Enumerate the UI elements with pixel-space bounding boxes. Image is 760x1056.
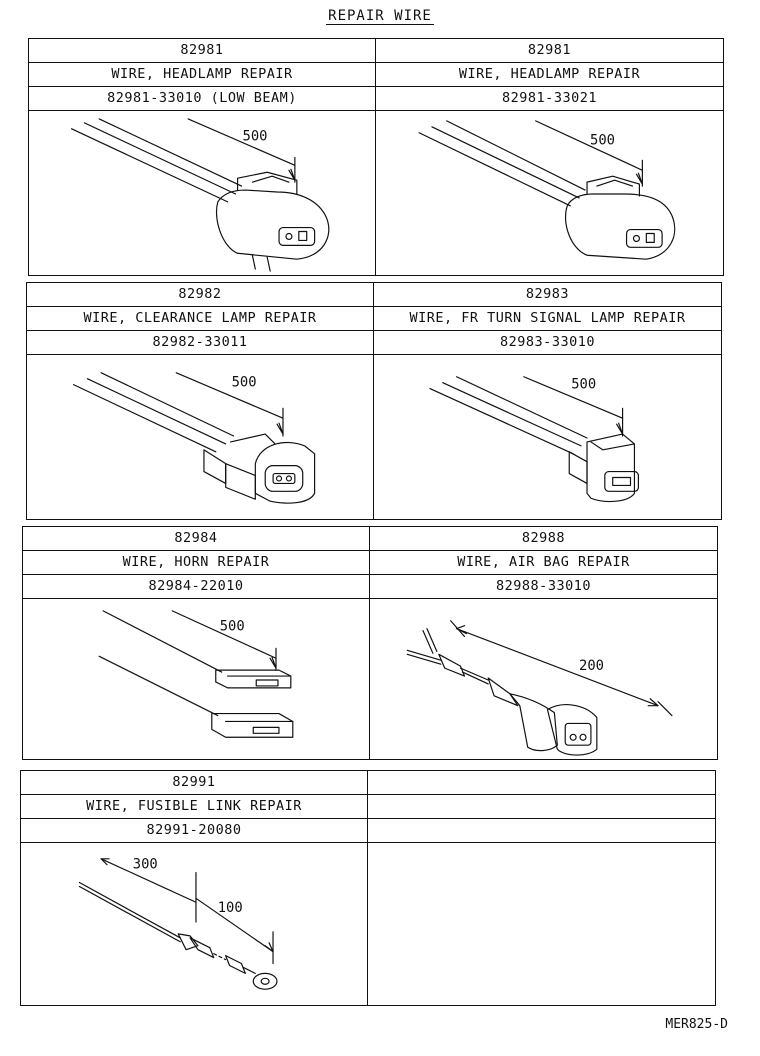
fusible-link-figure: 300 100	[21, 843, 367, 1005]
panel-headlamp-low-beam: 82981 WIRE, HEADLAMP REPAIR 82981-33010 …	[29, 39, 376, 275]
part-name: WIRE, HORN REPAIR	[23, 551, 369, 575]
part-number-header: 82983	[374, 283, 721, 307]
dimension-label: 500	[220, 619, 245, 635]
part-number-header: 82981	[29, 39, 375, 63]
panel-horn: 82984 WIRE, HORN REPAIR 82984-22010 500	[23, 527, 370, 759]
dimension-label: 300	[133, 857, 158, 873]
headlamp-connector-drawing: 500	[70, 118, 330, 272]
clearance-connector-figure: 500	[27, 355, 373, 519]
part-name: WIRE, FUSIBLE LINK REPAIR	[21, 795, 367, 819]
empty-figure	[368, 843, 715, 1005]
part-name: WIRE, AIR BAG REPAIR	[370, 551, 717, 575]
drawing-code: MER825-D	[665, 1017, 728, 1032]
panel-fusible-link: 82991 WIRE, FUSIBLE LINK REPAIR 82991-20…	[21, 771, 368, 1005]
horn-terminal-drawing: 500	[98, 610, 294, 738]
part-code: 82984-22010	[23, 575, 369, 599]
headlamp-connector-figure: 500	[376, 111, 723, 275]
air-bag-connector-drawing: 200	[406, 620, 673, 756]
block-fusible-link: 82991 WIRE, FUSIBLE LINK REPAIR 82991-20…	[20, 770, 716, 1006]
dimension-label: 500	[590, 133, 615, 149]
part-name: WIRE, HEADLAMP REPAIR	[376, 63, 723, 87]
block-lamps: 82982 WIRE, CLEARANCE LAMP REPAIR 82982-…	[26, 282, 722, 520]
panel-clearance-lamp: 82982 WIRE, CLEARANCE LAMP REPAIR 82982-…	[27, 283, 374, 519]
part-name: WIRE, CLEARANCE LAMP REPAIR	[27, 307, 373, 331]
headlamp-connector-figure: 500	[29, 111, 375, 275]
panel-air-bag: 82988 WIRE, AIR BAG REPAIR 82988-33010	[370, 527, 717, 759]
part-name	[368, 795, 715, 819]
part-code: 82982-33011	[27, 331, 373, 355]
part-code	[368, 819, 715, 843]
headlamp-connector-drawing: 500	[418, 120, 676, 260]
part-code: 82988-33010	[370, 575, 717, 599]
block-headlamp: 82981 WIRE, HEADLAMP REPAIR 82981-33010 …	[28, 38, 724, 276]
part-number-header: 82988	[370, 527, 717, 551]
block-horn-airbag: 82984 WIRE, HORN REPAIR 82984-22010 500 …	[22, 526, 718, 760]
clearance-connector-drawing: 500	[72, 372, 316, 504]
part-name: WIRE, FR TURN SIGNAL LAMP REPAIR	[374, 307, 721, 331]
turn-signal-connector-drawing: 500	[429, 376, 639, 503]
turn-signal-connector-figure: 500	[374, 355, 721, 519]
fusible-link-drawing: 300 100	[78, 857, 278, 990]
part-code: 82981-33010 (LOW BEAM)	[29, 87, 375, 111]
dimension-label: 500	[571, 377, 596, 393]
part-number-header: 82991	[21, 771, 367, 795]
part-code: 82991-20080	[21, 819, 367, 843]
part-code: 82983-33010	[374, 331, 721, 355]
horn-terminal-figure: 500	[23, 599, 369, 759]
part-code: 82981-33021	[376, 87, 723, 111]
page-title: REPAIR WIRE	[326, 8, 434, 25]
dimension-label: 100	[218, 900, 243, 916]
panel-headlamp: 82981 WIRE, HEADLAMP REPAIR 82981-33021 …	[376, 39, 723, 275]
dimension-label: 200	[579, 658, 604, 674]
air-bag-connector-figure: 200	[370, 599, 717, 759]
part-number-header: 82981	[376, 39, 723, 63]
panel-fr-turn-signal-lamp: 82983 WIRE, FR TURN SIGNAL LAMP REPAIR 8…	[374, 283, 721, 519]
part-name: WIRE, HEADLAMP REPAIR	[29, 63, 375, 87]
dimension-label: 500	[232, 375, 257, 391]
part-number-header	[368, 771, 715, 795]
part-number-header: 82982	[27, 283, 373, 307]
part-number-header: 82984	[23, 527, 369, 551]
panel-empty	[368, 771, 715, 1005]
dimension-label: 500	[243, 129, 268, 145]
